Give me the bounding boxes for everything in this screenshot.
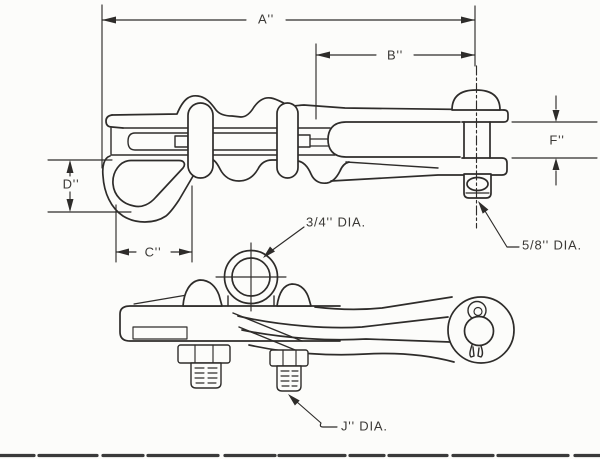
callout-eye-hole-dia: 3/4'' DIA. <box>306 214 366 230</box>
callout-clevis-pin-dia: 5/8'' DIA. <box>522 237 582 253</box>
cotter-pin-legs <box>469 344 484 358</box>
threaded-stud-right <box>276 365 302 392</box>
dim-label-f: F'' <box>549 132 565 148</box>
bottom-view-bolt-assemblies <box>177 344 309 392</box>
bottom-view-eye-end <box>447 296 515 364</box>
threaded-stud-left <box>190 362 222 389</box>
dimension-lines <box>47 4 598 428</box>
bottom-view-clamp-body <box>119 242 455 363</box>
hex-nut-right <box>269 349 309 367</box>
callout-stud-dia: J'' DIA. <box>341 418 388 434</box>
top-view-clevis-pin <box>451 89 501 199</box>
u-bolt-right <box>276 102 299 179</box>
dim-label-c: C'' <box>144 244 162 260</box>
pin-end <box>463 315 495 347</box>
u-bolt-left <box>187 102 214 179</box>
top-view-clamp-body <box>101 94 509 223</box>
top-view-u-bolts <box>187 102 299 179</box>
dim-label-d: D'' <box>62 176 80 192</box>
hex-nut-left <box>177 344 231 364</box>
dim-label-b: B'' <box>386 47 404 63</box>
dim-label-a: A'' <box>257 11 275 27</box>
